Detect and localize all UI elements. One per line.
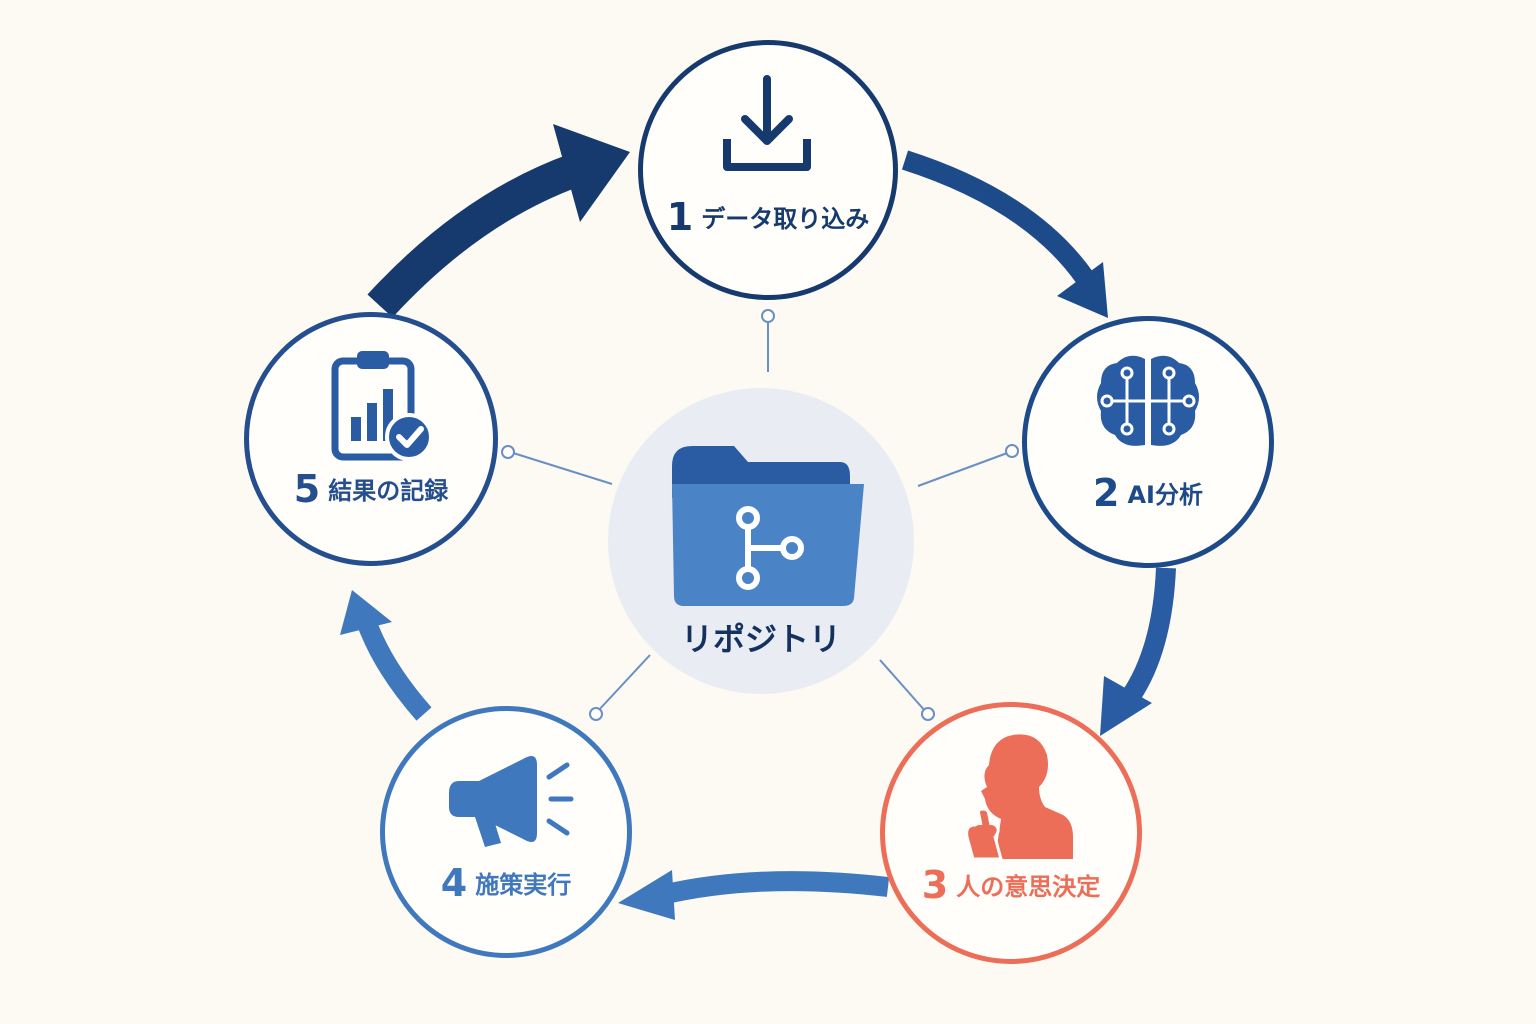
- download-icon: [723, 75, 811, 171]
- step-4-text: 施策実行: [475, 871, 572, 899]
- step-5-number: 5: [293, 467, 321, 511]
- step-1-text: データ取り込み: [701, 205, 870, 233]
- hub-connector-5: [501, 445, 613, 485]
- arrow-4-to-5: [340, 590, 432, 721]
- hub-connector-1: [761, 309, 775, 372]
- hub-connector-2: [917, 444, 1019, 487]
- repository-hub: リポジトリ: [608, 388, 914, 694]
- folder-branch-icon: [672, 446, 864, 606]
- arrow-2-to-3: [1100, 567, 1176, 736]
- thinking-person-icon: [965, 734, 1073, 861]
- arrow-3-to-4: [618, 870, 890, 920]
- brain-circuit-icon: [1097, 355, 1199, 446]
- step-2-number: 2: [1093, 471, 1120, 515]
- megaphone-icon: [449, 756, 574, 847]
- hub-connector-3: [879, 659, 935, 721]
- hub-connector-4: [589, 654, 651, 721]
- step-3-number: 3: [921, 863, 949, 907]
- clipboard-chart-check-icon: [331, 351, 433, 461]
- arrow-5-to-1: [367, 124, 630, 318]
- step-3-text: 人の意思決定: [956, 873, 1101, 901]
- step-5-text: 結果の記録: [328, 477, 449, 505]
- arrow-1-to-2: [901, 150, 1108, 318]
- step-4-number: 4: [440, 861, 468, 905]
- step-2-text: AI分析: [1127, 481, 1203, 509]
- hub-label: リポジトリ: [680, 620, 841, 658]
- step-1-number: 1: [666, 195, 694, 239]
